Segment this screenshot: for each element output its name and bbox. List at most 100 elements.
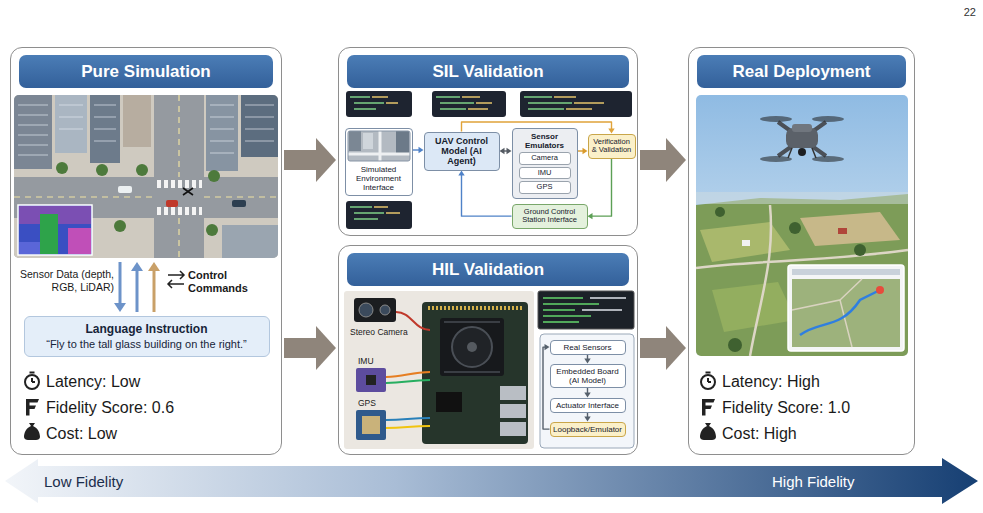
block-box: Actuator Interface [550, 398, 626, 413]
inset-map [792, 279, 900, 347]
drone-arm [778, 122, 826, 156]
road [14, 95, 278, 258]
flow-arrow [458, 171, 511, 217]
drone-camera [798, 148, 806, 156]
data-arrow [136, 270, 139, 312]
sidewalk [204, 218, 278, 258]
chip-label: Camera [521, 154, 569, 163]
building [363, 133, 373, 149]
flow-arrow [584, 355, 590, 364]
stereo-camera [354, 298, 396, 322]
panel-title: SIL Validation [347, 55, 629, 88]
tree [789, 222, 801, 234]
arrow-head [608, 129, 614, 134]
arrow-head [584, 417, 590, 422]
stopwatch-hand [30, 373, 36, 383]
embedded-board [422, 302, 528, 444]
building [396, 131, 409, 153]
metric-icons [700, 373, 716, 441]
road [348, 131, 410, 161]
page-number: 22 [930, 6, 976, 18]
flow-arrow [578, 148, 588, 154]
tree [96, 164, 108, 176]
connector-line [587, 355, 588, 359]
house [838, 228, 847, 234]
scale-label: High Fidelity [772, 473, 912, 490]
code-snippet [346, 201, 412, 229]
model-box: UAV Control Model (AI Agent) [424, 132, 500, 171]
building [206, 95, 238, 171]
part-label: IMU [358, 356, 398, 366]
code-snippet [520, 91, 632, 117]
segmentation-region [40, 214, 58, 254]
terminal-screen [538, 291, 634, 329]
connector-line [592, 159, 612, 216]
rotor [812, 156, 844, 162]
arrow-head [131, 262, 143, 271]
country-road [696, 205, 908, 356]
tree [56, 162, 68, 174]
station-box: Ground Control Station Interface [512, 204, 588, 229]
flow-arrow [500, 148, 512, 154]
code-line [436, 97, 474, 109]
code-line [350, 97, 384, 109]
panel-title: Pure Simulation [19, 55, 273, 88]
arrow-head [666, 326, 686, 370]
sky [696, 95, 908, 356]
connector-line [462, 175, 512, 216]
arrow-head [500, 148, 505, 154]
wire [386, 426, 430, 428]
segmentation-inset [18, 205, 92, 255]
interface-box: Simulated Environment Interface [345, 128, 413, 197]
verification-box: Verification & Validation [588, 134, 636, 159]
building [55, 95, 87, 153]
building [222, 225, 278, 258]
flow-arrow [584, 413, 590, 422]
flow-arrow [640, 326, 686, 370]
instruction-box: Language Instruction“Fly to the tall gla… [24, 316, 270, 357]
box-label: Simulated Environment Interface [349, 165, 409, 193]
arrow-head [545, 344, 550, 350]
panel-title: HIL Validation [347, 253, 629, 286]
signal-label: Control Commands [188, 269, 272, 295]
data-arrow [119, 262, 122, 305]
arrow-head [458, 171, 464, 176]
building [241, 95, 278, 157]
chip [436, 392, 462, 412]
arrow-head [583, 148, 588, 154]
usb-port [500, 386, 526, 400]
arrow-head [507, 148, 512, 154]
group-label: Sensor Emulators [516, 132, 574, 150]
flow-arrow [543, 344, 550, 429]
block-box: Loopback/Emulator [550, 422, 626, 437]
stage-panel: SIL ValidationSimulated Environment Inte… [338, 47, 638, 236]
flow-arrow [640, 138, 686, 182]
usb-port [500, 422, 526, 436]
fidelity-scale-arrow [5, 458, 978, 504]
metric-icons [24, 373, 40, 441]
fidelity-icon [26, 399, 39, 416]
fan [452, 327, 492, 367]
block-box: Embedded Board (AI Model) [550, 364, 626, 388]
code-line [554, 97, 604, 109]
connector-line [578, 150, 584, 151]
arrow-head [419, 147, 424, 153]
box-label: Ground Control Station Interface [516, 208, 584, 225]
metric-label: Latency: High [722, 372, 902, 391]
tree [136, 164, 148, 176]
panel-title: Real Deployment [697, 55, 906, 88]
haze [696, 192, 908, 204]
usb-port [500, 404, 526, 418]
emulator-group: Sensor EmulatorsCameraIMUGPS [512, 128, 578, 199]
aerial-scene [696, 95, 908, 356]
exchange-icon [168, 271, 184, 288]
code-line [524, 97, 572, 109]
sensor-chip: IMU [519, 167, 571, 180]
chip [366, 375, 376, 385]
tree [854, 244, 866, 256]
metric-label: Latency: Low [46, 372, 266, 391]
arrow-head [666, 138, 686, 182]
flow-arrow [413, 147, 424, 153]
box-label: Actuator Interface [553, 401, 623, 410]
